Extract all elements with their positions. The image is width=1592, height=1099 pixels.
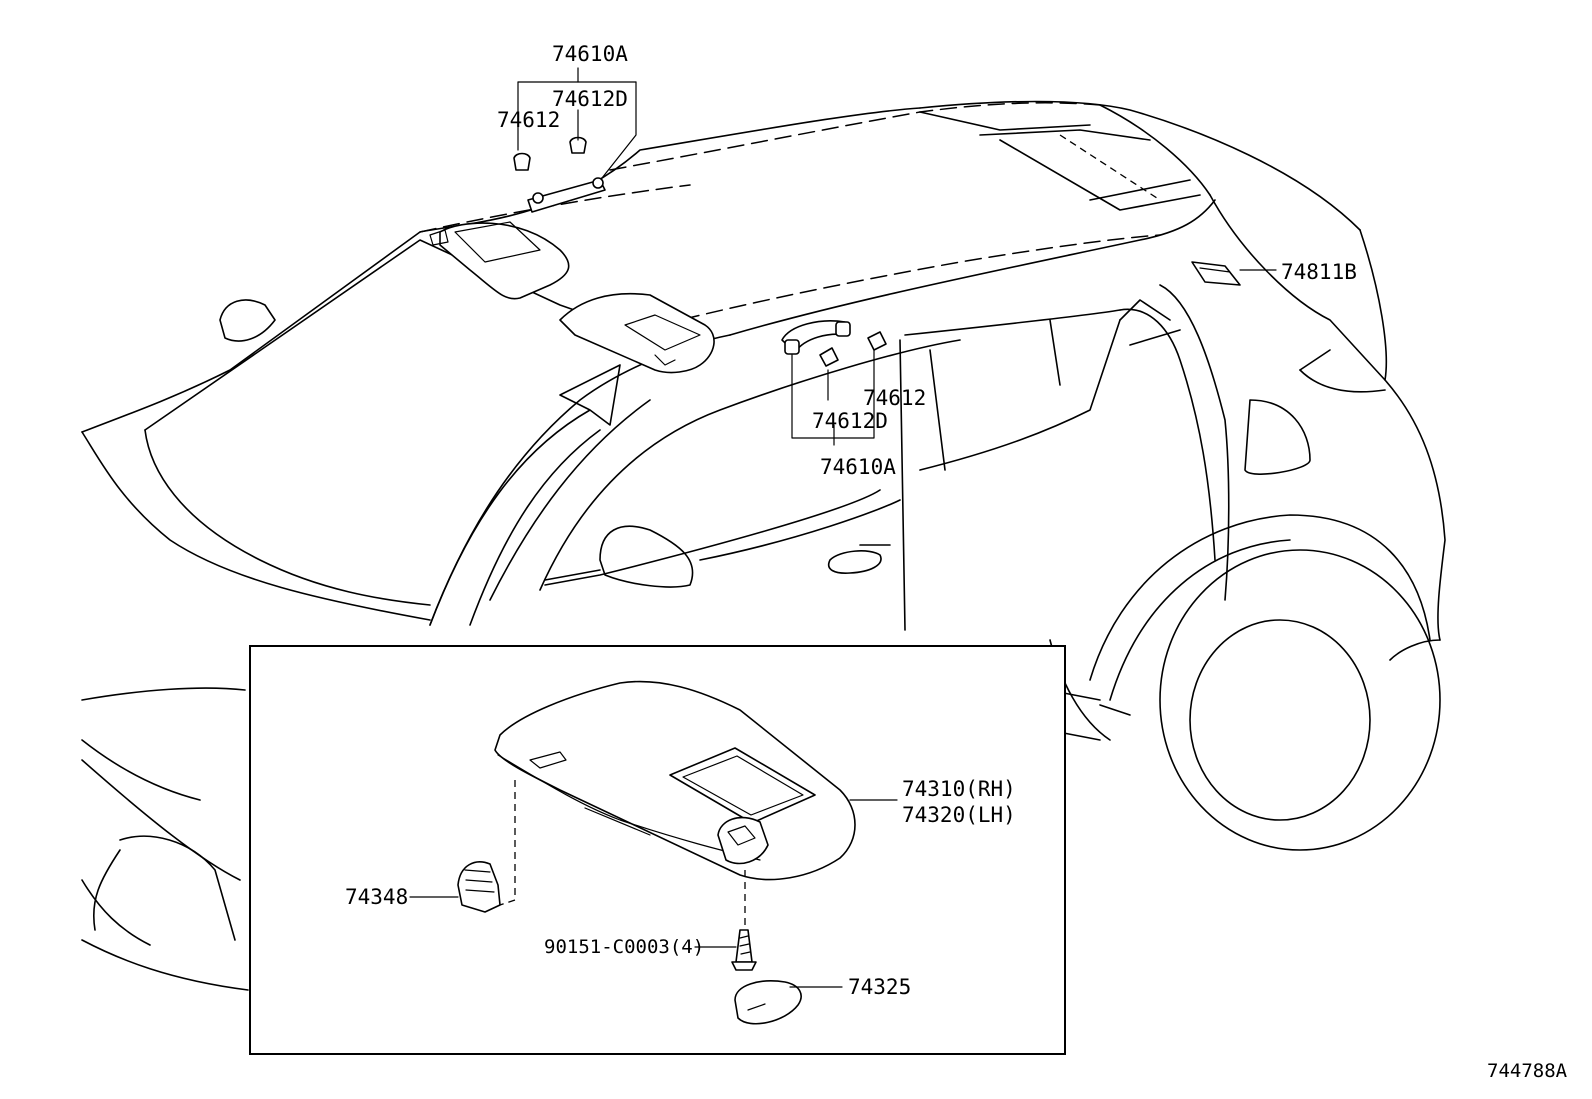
callout-74610a-mid: 74610A xyxy=(820,455,896,479)
sun-visor-detail-inset xyxy=(249,645,1066,1055)
driver-sun-visor xyxy=(429,221,570,300)
callout-labels: 74610A 74612D 74612 74612 74612D 74610A … xyxy=(345,42,1568,1082)
callout-74612d-mid: 74612D xyxy=(812,409,888,433)
passenger-sun-visor xyxy=(559,292,715,374)
callout-leaders xyxy=(517,67,1277,446)
callout-74320-lh: 74320(LH) xyxy=(902,803,1016,827)
vehicle-outline xyxy=(81,100,1446,991)
callout-90151-c0003: 90151-C0003(4) xyxy=(544,936,704,958)
callout-74310-rh: 74310(RH) xyxy=(902,777,1016,801)
diagram-id: 744788A xyxy=(1487,1060,1568,1082)
callout-74612-top: 74612 xyxy=(497,108,560,132)
callout-74610a-top: 74610A xyxy=(552,42,628,66)
callout-74612d-top: 74612D xyxy=(552,87,628,111)
rear-interior-lamp xyxy=(1191,261,1241,286)
callout-74612-mid: 74612 xyxy=(863,386,926,410)
rear-assist-grip xyxy=(781,320,887,367)
callout-74348: 74348 xyxy=(345,885,408,909)
callout-74325: 74325 xyxy=(848,975,911,999)
callout-74811b: 74811B xyxy=(1281,260,1357,284)
front-assist-grip xyxy=(513,136,606,213)
